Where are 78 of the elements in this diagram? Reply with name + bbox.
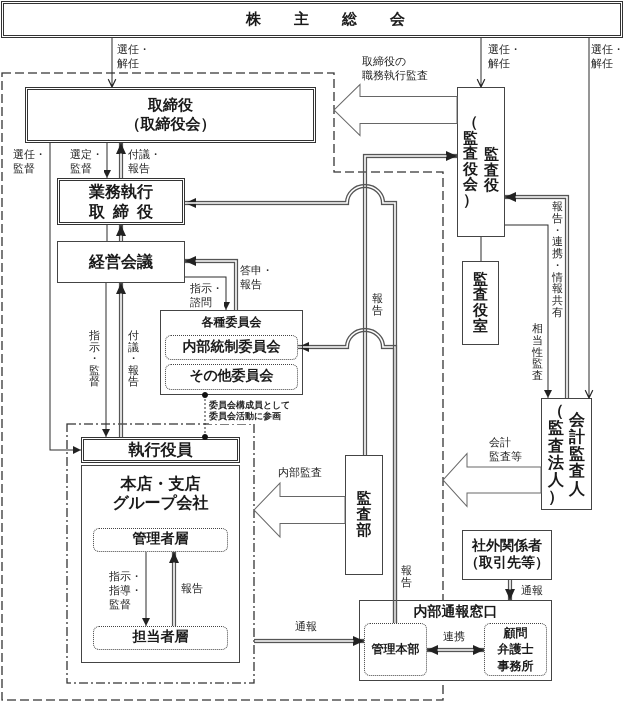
double-arrow — [505, 192, 570, 398]
double-arrow — [116, 143, 126, 178]
double-arrow — [169, 552, 179, 626]
panel-heading: 本店・支店グループ会社 — [112, 474, 209, 512]
org-box — [462, 261, 499, 345]
node-title: 管理者層 — [132, 531, 188, 549]
edge-label: 取締役の職務執行監査 — [362, 55, 429, 82]
node-title: 社外関係者（取引先等） — [464, 538, 550, 572]
panel-heading: 内部通報窓口 — [414, 604, 498, 622]
node-title: 管理本部 — [372, 642, 420, 657]
double-arrow — [185, 256, 238, 310]
double-arrow — [116, 283, 126, 437]
arrow — [103, 142, 111, 178]
org-box — [541, 398, 592, 510]
double-arrow — [116, 225, 126, 241]
org-box — [457, 87, 505, 237]
connector-line — [480, 236, 482, 262]
double-arrow — [427, 645, 484, 655]
node-title: 経営会議 — [89, 252, 153, 272]
node-title: 顧問弁護士事務所 — [497, 624, 534, 674]
edge-label: 指示・諮問 — [190, 282, 224, 310]
desk-panel — [359, 600, 552, 681]
arrow — [142, 552, 150, 626]
arrow — [476, 38, 486, 88]
edge-label: 会計監査等 — [489, 436, 523, 464]
org-box — [57, 178, 185, 225]
node-title: 監査役室 — [472, 272, 488, 334]
arrow — [504, 224, 552, 398]
edge-label: 報告・連携・情報共有 — [552, 201, 564, 319]
double-arrow — [505, 580, 515, 600]
node-title: 担当者層 — [132, 629, 188, 647]
edge-label: 通報 — [295, 620, 317, 634]
edge-label: 選定・監督 — [70, 148, 104, 176]
org-box — [345, 455, 383, 575]
edge-label: 通報 — [521, 584, 543, 598]
edge-label: 報告 — [181, 582, 203, 596]
arrow — [102, 282, 110, 438]
org-box — [25, 87, 316, 143]
layer-box — [93, 626, 228, 650]
edge-label: 指示・監督 — [89, 330, 100, 388]
committee-box — [165, 364, 298, 390]
org-box — [57, 241, 185, 283]
arrow — [108, 38, 116, 88]
edge-label: 報告 — [401, 565, 412, 588]
node-title: 執行役員 — [128, 440, 192, 460]
edge-label: 委員会構成員として委員会活動に参画 — [209, 401, 290, 424]
node-title: 業務執行取締役 — [88, 182, 154, 221]
dotted-connector — [202, 392, 208, 440]
committee-panel — [160, 310, 303, 395]
node-title: 監査役（監査役会） — [462, 115, 500, 209]
node-title: その他委員会 — [190, 368, 274, 386]
block-arrow — [253, 482, 346, 538]
node-title: 株主総会 — [246, 10, 438, 29]
arrow — [584, 38, 594, 399]
node-title: 内部統制委員会 — [182, 338, 280, 356]
block-arrow — [442, 452, 542, 508]
layer-box — [93, 528, 228, 552]
connector-line — [106, 224, 108, 242]
org-box — [81, 437, 240, 463]
edge-label: 付議・報告 — [128, 330, 140, 388]
double-arrow — [298, 328, 398, 623]
edge-label: 相当性監査 — [532, 323, 544, 382]
double-arrow — [362, 151, 457, 455]
office-box — [484, 623, 547, 676]
arrow — [184, 276, 230, 310]
meeting-banner — [1, 1, 623, 38]
double-arrow — [254, 636, 364, 646]
node-title: 監査部 — [356, 491, 372, 539]
edge-label: 内部監査 — [278, 466, 322, 480]
office-box — [364, 623, 427, 676]
org-box — [462, 530, 552, 580]
edge-label: 報告 — [372, 293, 384, 316]
committee-box — [165, 335, 298, 360]
arrow — [50, 142, 82, 454]
panel-heading: 各種委員会 — [202, 315, 262, 330]
edge-label: 連携 — [443, 630, 465, 644]
node-title: 取締役（取締役会） — [125, 96, 216, 134]
block-arrow — [333, 83, 458, 137]
